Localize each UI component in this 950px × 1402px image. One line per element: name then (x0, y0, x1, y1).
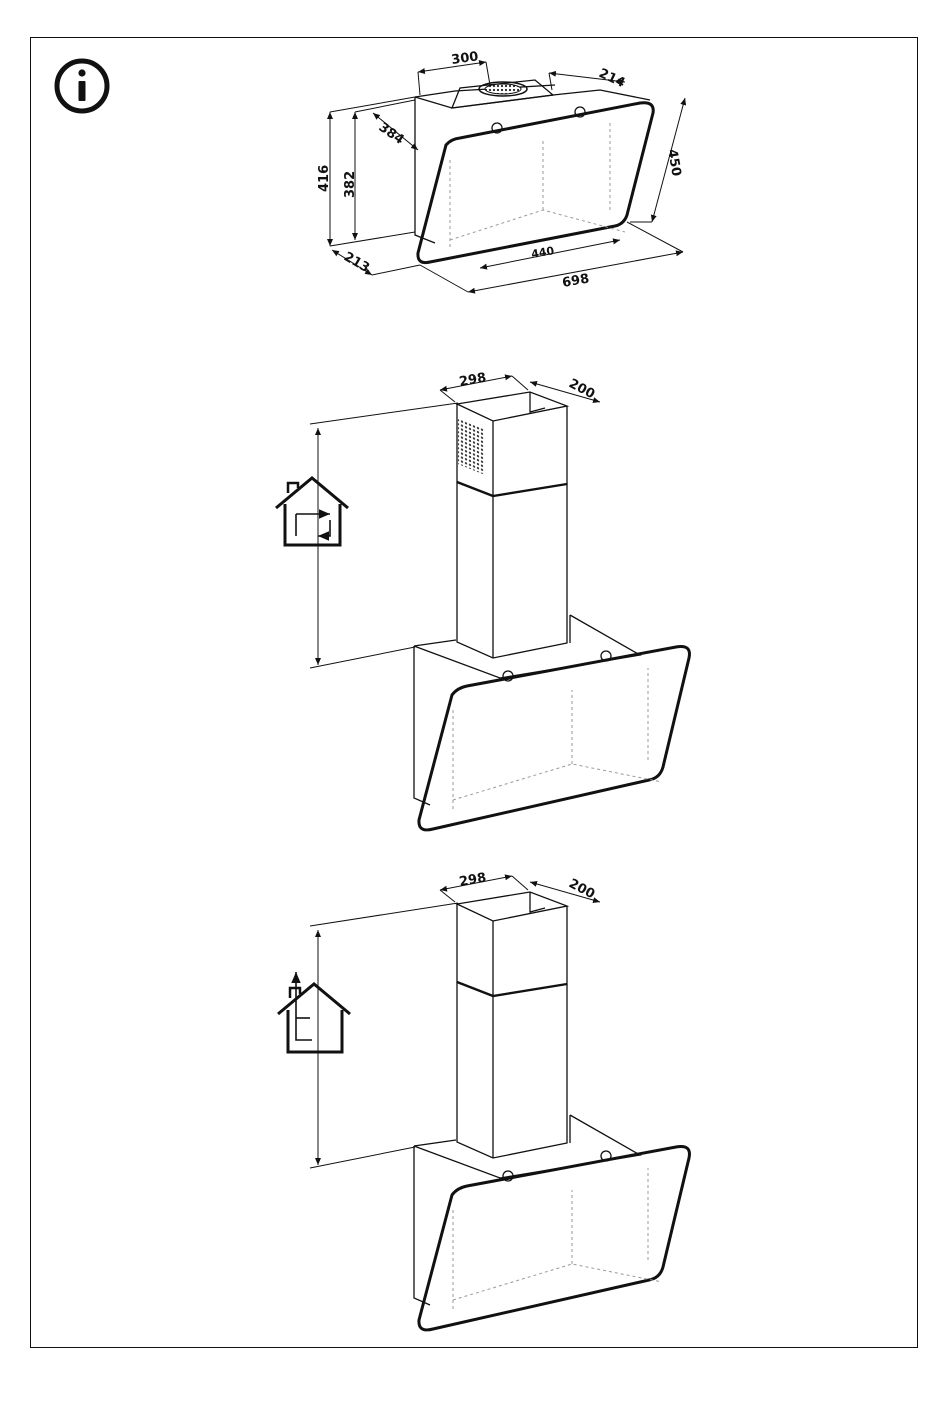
dim-top-width: 300 (450, 49, 479, 68)
dim-overall-height: 416 (317, 165, 332, 192)
recirc-chimney-width: 298 (458, 370, 487, 389)
dim-top-depth: 214 (596, 66, 627, 91)
extract-chimney-depth: 200 (566, 876, 597, 902)
dim-inner-width: 440 (530, 244, 555, 261)
dim-side-depth: 384 (376, 120, 407, 148)
dim-glass-height: 450 (664, 148, 683, 177)
dim-overall-width: 698 (561, 271, 590, 290)
house-recirculation-icon (276, 478, 348, 545)
info-icon (57, 61, 107, 111)
recirc-chimney-depth: 200 (566, 376, 597, 402)
extraction-view (310, 876, 689, 1330)
dim-body-height: 382 (343, 171, 358, 198)
house-extraction-icon (278, 972, 350, 1052)
dimension-view (330, 62, 685, 292)
extract-chimney-width: 298 (458, 870, 487, 889)
recirculation-view (310, 376, 689, 830)
